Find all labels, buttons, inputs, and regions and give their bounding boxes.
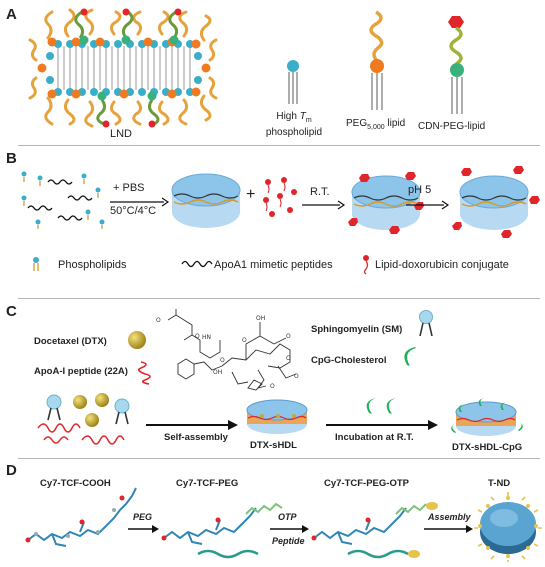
svg-text:O: O — [270, 383, 275, 390]
peg-arrow — [128, 525, 159, 533]
sm-lipid-icon — [419, 310, 433, 337]
peg-lipid-icon — [369, 10, 384, 110]
components-mixture — [21, 171, 105, 229]
tnd-label: T-ND — [488, 478, 511, 489]
high-tm-label-phospholipid: phospholipid — [265, 127, 323, 138]
cy7-tcf-peg-otp-label: Cy7-TCF-PEG-OTP — [324, 478, 409, 489]
svg-text:O: O — [286, 333, 291, 340]
dox-conjugates — [263, 177, 297, 217]
plus-sign: + — [246, 186, 256, 203]
high-tm-label-t: T — [299, 111, 306, 122]
self-assembly-label: Self-assembly — [164, 432, 228, 443]
dtx-label: Docetaxel (DTX) — [34, 336, 107, 347]
peg-lipid-label: PEG5,000 lipid — [346, 118, 405, 131]
high-tm-phospholipid-icon — [287, 60, 299, 104]
cy7-tcf-peg-molecule — [161, 502, 283, 559]
cy7-tcf-peg-label: Cy7-TCF-PEG — [176, 478, 239, 489]
legend-phospholipids: Phospholipids — [58, 259, 127, 271]
lnd-label: LND — [110, 128, 133, 140]
nanodisc-dox-release — [452, 166, 540, 238]
dtx-shdl-label: DTX-sHDL — [250, 440, 297, 451]
panel-a-label: A — [6, 6, 17, 23]
high-tm-label-m: m — [305, 117, 312, 124]
self-assembly-arrow — [146, 420, 238, 430]
svg-text:O: O — [195, 333, 200, 340]
peg-arrow-label: PEG — [133, 512, 153, 522]
step2-rt-label: R.T. — [310, 186, 330, 198]
high-tm-label: High Tm phospholipid — [264, 111, 324, 139]
svg-text:O: O — [286, 355, 291, 362]
assembly-arrow-label: Assembly — [428, 512, 471, 522]
apoa-label: ApoA-I peptide (22A) — [34, 366, 128, 377]
cdn-peg-lipid-icon — [448, 16, 464, 114]
divider-ab — [18, 145, 540, 146]
dtx-shdl-cpg-disc — [451, 398, 523, 436]
legend-conjugate: Lipid-doxorubicin conjugate — [375, 259, 509, 271]
high-tm-label-high: High — [276, 111, 297, 122]
incubation-label: Incubation at R.T. — [335, 432, 414, 443]
step3-ph-label: pH 5 — [408, 184, 432, 196]
assembly-arrow — [424, 525, 473, 533]
nanodisc-dox-loaded — [348, 172, 424, 234]
divider-bc — [18, 298, 540, 299]
cy7-tcf-cooh-label: Cy7-TCF-COOH — [40, 478, 111, 489]
assembly-components — [37, 393, 130, 445]
apoa-peptide-icon — [137, 361, 151, 385]
otp-arrow-label-bottom: Peptide — [272, 536, 305, 546]
legend-apoa1-icon — [181, 260, 213, 268]
legend-phospholipid-icon — [33, 257, 39, 271]
step1-temp-label: 50°C/4°C — [110, 205, 157, 217]
lnd-nanodisc-illustration — [28, 8, 218, 128]
svg-text:O: O — [294, 373, 299, 380]
dtx-shdl-disc — [246, 399, 308, 434]
cy7-tcf-cooh-molecule — [25, 487, 137, 547]
peg-lipid-label-peg: PEG — [346, 118, 368, 129]
svg-text:OH: OH — [213, 369, 222, 376]
cy7-tcf-peg-otp-molecule — [311, 502, 438, 559]
panel-d-label: D — [6, 462, 17, 479]
nanodisc-plain — [171, 173, 241, 228]
cpg-label: CpG-Cholesterol — [311, 355, 387, 366]
panel-c-label: C — [6, 303, 17, 320]
step1-pbs-label: + PBS — [113, 182, 145, 194]
peg-lipid-label-sub: 5,000 — [367, 124, 385, 131]
step3-arrow — [406, 200, 450, 210]
cdn-peg-lipid-label: CDN-PEG-lipid — [418, 121, 486, 132]
svg-text:HN: HN — [202, 334, 211, 341]
cpg-incubation-icons — [366, 398, 396, 414]
sm-label: Sphingomyelin (SM) — [311, 324, 403, 335]
peg-lipid-label-tail: lipid — [384, 118, 406, 129]
otp-arrow — [270, 525, 309, 533]
svg-text:O: O — [220, 357, 225, 364]
panel-b-label: B — [6, 150, 17, 167]
step1-arrow — [110, 197, 170, 207]
svg-text:OH: OH — [256, 315, 265, 322]
divider-cd — [18, 458, 540, 459]
otp-arrow-label-top: OTP — [278, 512, 297, 522]
dtx-shdl-cpg-label: DTX-sHDL-CpG — [452, 442, 523, 453]
tnd-nanodisc — [474, 492, 542, 562]
legend-conjugate-icon — [363, 255, 369, 275]
incubation-arrow — [326, 420, 438, 430]
svg-text:O: O — [156, 317, 161, 324]
legend-apoa1: ApoA1 mimetic peptides — [214, 259, 333, 271]
cpg-icon — [404, 347, 416, 366]
step2-arrow — [302, 200, 346, 210]
svg-text:O: O — [242, 337, 247, 344]
dtx-sphere-icon — [128, 331, 146, 349]
